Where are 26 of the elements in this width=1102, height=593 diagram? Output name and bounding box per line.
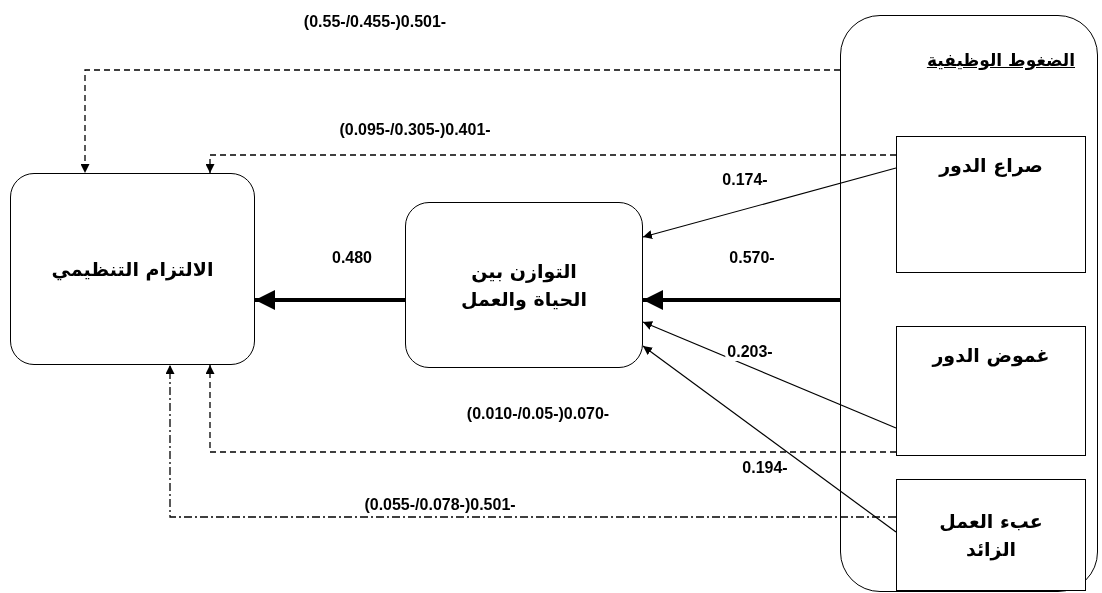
node-label: الالتزام التنظيمي <box>51 256 214 283</box>
edge-label: (0.055-/0.078-)0.501- <box>362 496 518 514</box>
arrow <box>205 364 897 453</box>
arrow <box>643 290 840 310</box>
rounded-box <box>405 202 643 368</box>
process-box <box>896 326 1086 456</box>
edge-label: (0.095-/0.305-)0.401- <box>337 121 493 139</box>
group-heading: الضغوط الوظيفية <box>926 49 1075 72</box>
node-label: التوازن بين الحياة والعمل <box>460 258 588 313</box>
rounded-box <box>10 173 255 365</box>
process-box <box>896 136 1086 273</box>
process-box <box>896 479 1086 591</box>
node-label: غموض الدور <box>932 343 1050 369</box>
arrow <box>642 345 897 533</box>
node-label: صراع الدور <box>939 153 1043 179</box>
group-box <box>840 15 1098 592</box>
arrow <box>642 167 897 239</box>
edge-label: (0.55-/0.455-)0.501- <box>301 13 449 31</box>
arrow <box>642 321 897 429</box>
node-label: عبء العمل الزائد <box>938 508 1044 563</box>
edge-label: (0.010-/0.05-)0.070- <box>464 405 612 423</box>
arrow <box>205 154 897 174</box>
edge-label: 0.203- <box>725 343 775 361</box>
arrow <box>80 69 841 174</box>
arrow <box>165 364 897 518</box>
arrow <box>255 290 405 310</box>
